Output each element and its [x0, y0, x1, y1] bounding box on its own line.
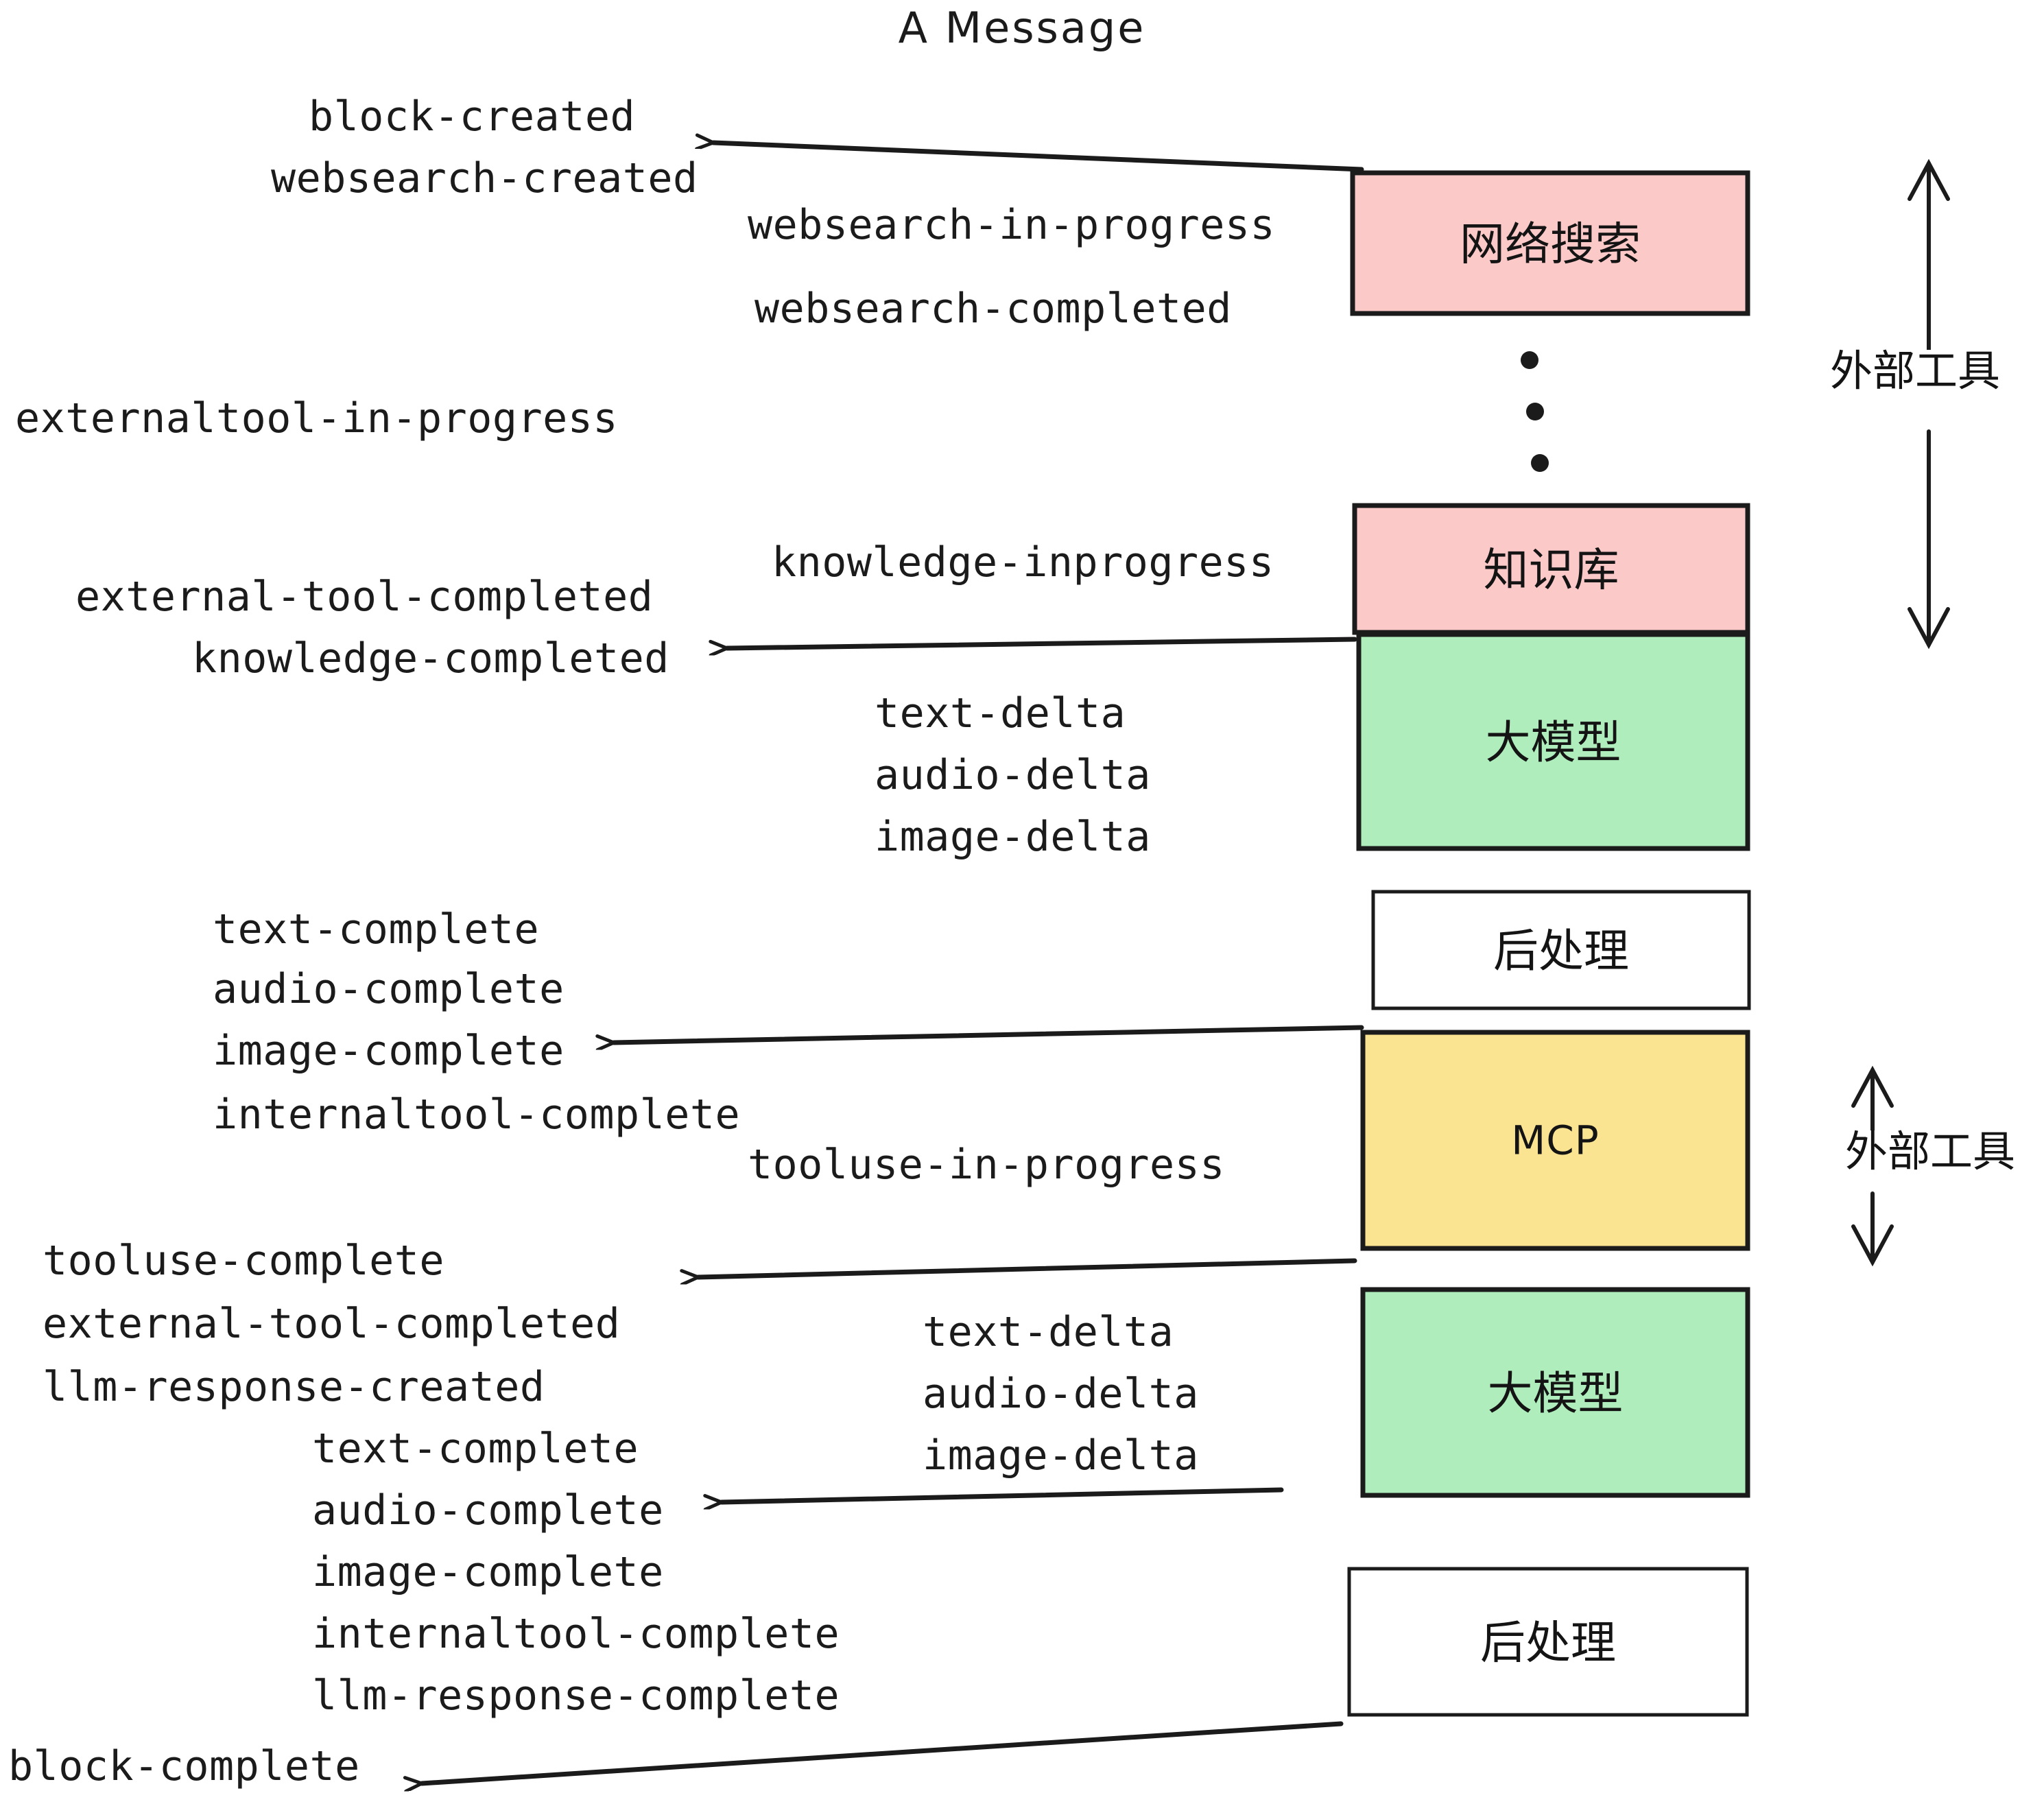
event-label-audio-complete-1: audio-complete	[213, 965, 565, 1013]
event-label-websearch-completed: websearch-completed	[754, 285, 1232, 333]
arrow-tooluse-complete	[698, 1258, 1357, 1277]
node-box-label-knowledge: 知识库	[1484, 544, 1619, 597]
event-label-knowledge-completed: knowledge-completed	[192, 634, 669, 683]
event-label-externaltool-in-progress: externaltool-in-progress	[15, 394, 618, 442]
event-labels: block-created websearch-created websearch-…	[8, 93, 1275, 1790]
event-label-image-delta-1: image-delta	[875, 813, 1151, 861]
node-box-llm-bottom: 大模型	[1360, 1287, 1750, 1498]
arrow-audio-complete	[722, 1487, 1284, 1502]
external-tool-arrow-top-up-head	[1908, 158, 1950, 201]
node-box-label-websearch: 网络搜索	[1460, 218, 1641, 271]
external-tool-range-arrows	[1851, 158, 1950, 1267]
node-box-rect-llm-top	[1356, 632, 1750, 851]
node-box-rect-llm-bottom	[1360, 1287, 1750, 1498]
node-box-label-post-bottom: 后处理	[1480, 1617, 1616, 1670]
external-tool-top-label: 外部工具	[1830, 346, 2000, 396]
node-box-websearch: 网络搜索	[1350, 170, 1750, 316]
external-tool-arrow-bottom-up-head	[1851, 1065, 1894, 1108]
node-box-label-llm-top: 大模型	[1486, 716, 1621, 769]
flow-arrows	[422, 143, 1364, 1783]
node-box-rect-post-top	[1371, 890, 1751, 1010]
event-label-knowledge-inprogress: knowledge-inprogress	[772, 538, 1274, 586]
external-tool-bottom-halo	[1838, 1130, 2030, 1184]
external-tool-arrow-top-down-head	[1908, 607, 1950, 650]
node-box-label-mcp: MCP	[1511, 1117, 1600, 1164]
event-label-block-complete: block-complete	[8, 1742, 360, 1790]
event-label-external-tool-completed-1: external-tool-completed	[75, 573, 653, 621]
event-label-audio-delta-1: audio-delta	[875, 751, 1151, 799]
arrow-knowledge-completed	[727, 637, 1357, 648]
event-label-text-delta-2: text-delta	[923, 1308, 1174, 1356]
event-label-llm-response-created: llm-response-created	[43, 1363, 545, 1411]
event-label-block-created: block-created	[309, 93, 635, 141]
node-box-rect-post-bottom	[1347, 1567, 1749, 1717]
event-label-image-delta-2: image-delta	[923, 1432, 1199, 1480]
event-label-text-complete-2: text-complete	[312, 1425, 639, 1473]
arrow-image-complete	[614, 1025, 1364, 1043]
event-label-tooluse-in-progress: tooluse-in-progress	[748, 1141, 1225, 1189]
arrow-block-complete	[422, 1721, 1344, 1783]
ellipsis-dot-2	[1526, 403, 1544, 420]
node-box-rect-websearch	[1350, 170, 1750, 316]
node-box-rect-knowledge	[1352, 503, 1750, 635]
event-label-text-complete-1: text-complete	[213, 905, 539, 953]
event-label-llm-response-complete: llm-response-complete	[312, 1672, 840, 1720]
event-label-websearch-created: websearch-created	[271, 154, 698, 202]
event-label-image-complete-2: image-complete	[312, 1548, 664, 1596]
ellipsis-dot-1	[1521, 351, 1538, 369]
node-box-label-llm-bottom: 大模型	[1488, 1367, 1624, 1420]
event-label-internaltool-complete-2: internaltool-complete	[312, 1610, 840, 1658]
external-tool-bottom-label: 外部工具	[1845, 1126, 2015, 1176]
event-label-audio-delta-2: audio-delta	[923, 1370, 1199, 1418]
arrow-block-created	[713, 143, 1364, 172]
node-box-post-bottom: 后处理	[1347, 1567, 1749, 1717]
event-label-internaltool-complete-1: internaltool-complete	[213, 1091, 740, 1139]
ellipsis-dot-3	[1531, 454, 1549, 472]
external-tool-top-halo	[1823, 350, 2015, 403]
page-title: A Message	[899, 3, 1146, 53]
node-box-post-top: 后处理	[1371, 890, 1751, 1010]
event-label-audio-complete-2: audio-complete	[312, 1486, 664, 1534]
event-label-tooluse-complete: tooluse-complete	[43, 1237, 444, 1285]
node-box-label-post-top: 后处理	[1493, 925, 1629, 977]
external-tool-arrow-bottom-down-head	[1851, 1224, 1894, 1267]
event-label-text-delta-1: text-delta	[875, 689, 1126, 737]
event-label-image-complete-1: image-complete	[213, 1027, 565, 1075]
node-box-rect-mcp	[1360, 1030, 1750, 1251]
event-label-external-tool-completed-2: external-tool-completed	[43, 1300, 620, 1348]
node-box-knowledge: 知识库	[1352, 503, 1750, 635]
node-box-mcp: MCP	[1360, 1030, 1750, 1251]
node-box-llm-top: 大模型	[1356, 632, 1750, 851]
event-label-websearch-in-progress: websearch-in-progress	[748, 201, 1275, 249]
ellipsis-dots	[1521, 351, 1549, 472]
